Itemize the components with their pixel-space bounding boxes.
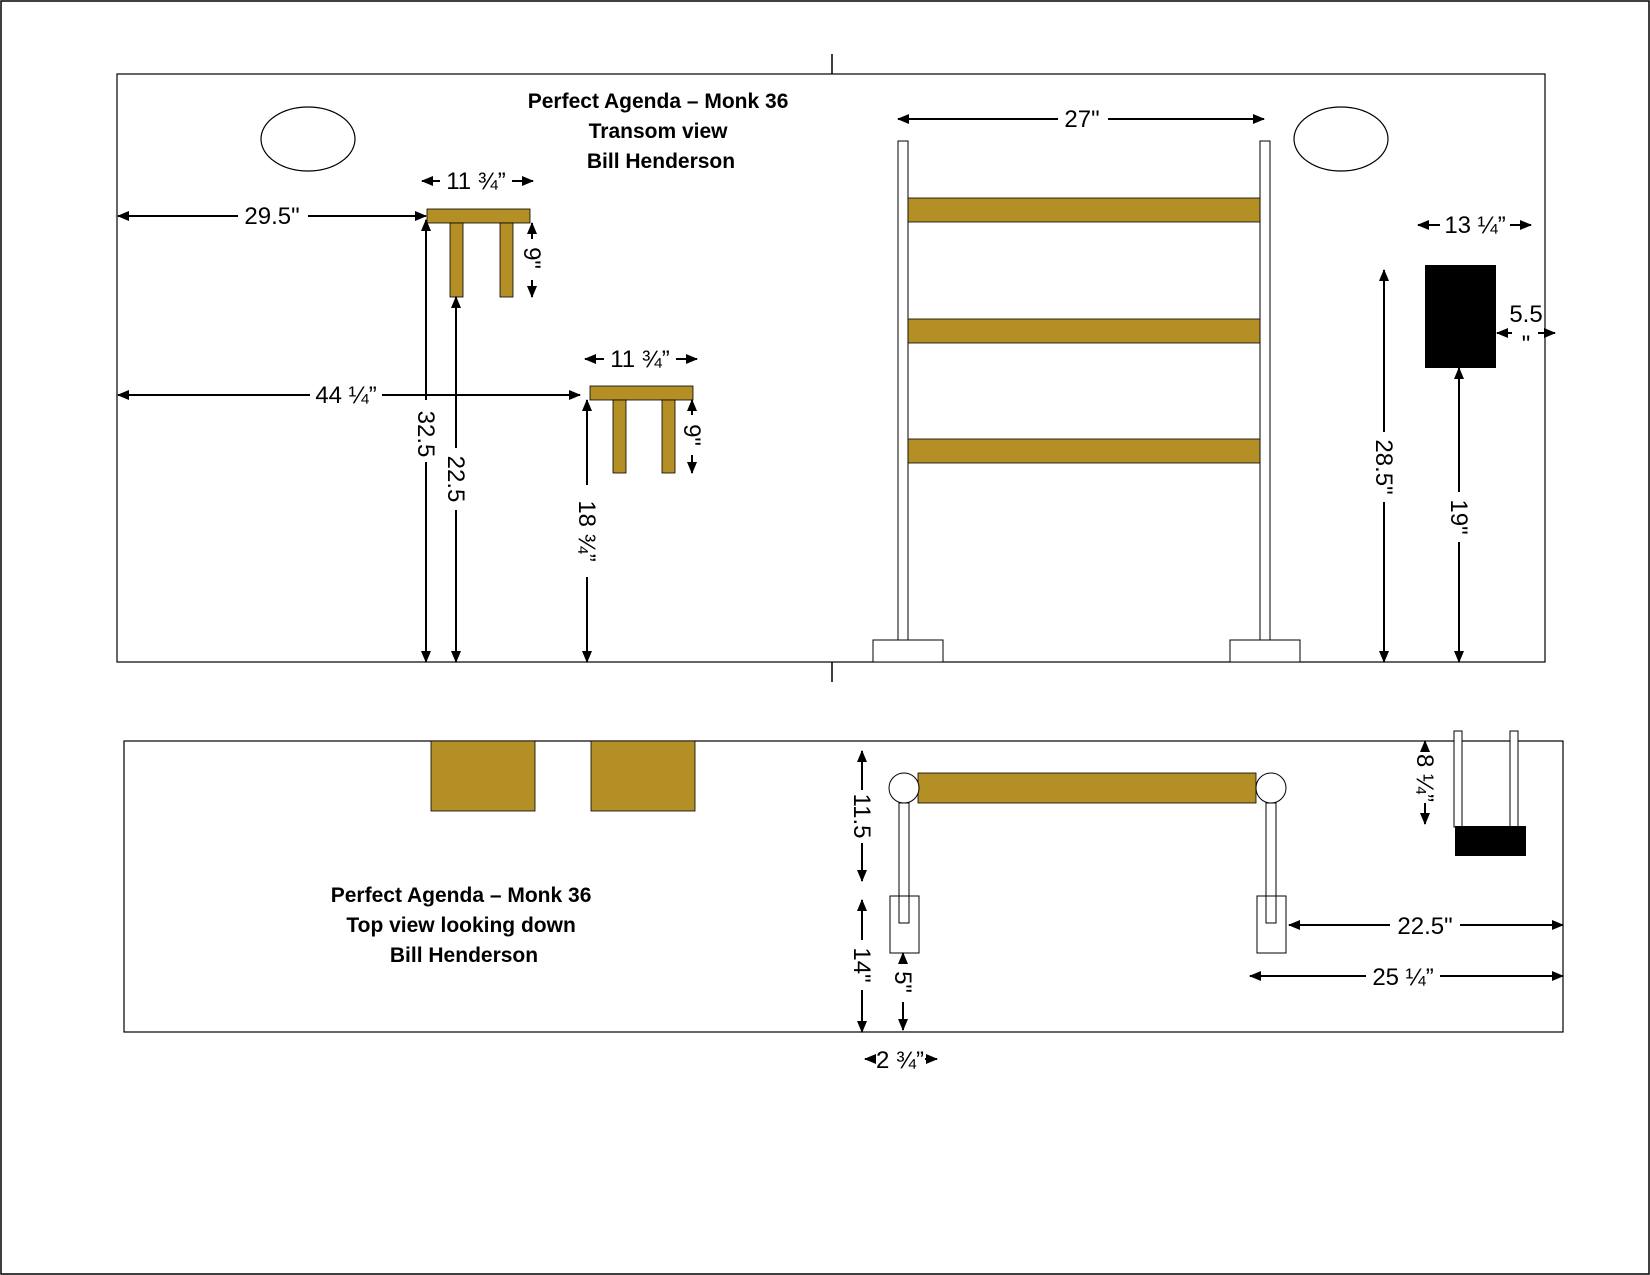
transom-title: Perfect Agenda – Monk 36 Transom view Bi… [528, 90, 794, 173]
rack-post-right [1259, 140, 1271, 642]
seat-1-leg-left [449, 222, 464, 298]
rack-base-right [1229, 639, 1301, 663]
seat-2-top-view [590, 740, 696, 812]
transom-dimensions: 27" 11 ¾” 29.5" 9" 32.5 22.5 11 [117, 106, 1556, 663]
dim-box-bottom-height: 19" [1445, 499, 1472, 534]
top-view-dimensions: 8 ¼” 11.5 14" 5" 2 ¾” 22.5" 25 ¼ [848, 740, 1564, 1074]
rack-top-view [888, 772, 1287, 954]
rack [872, 140, 1301, 663]
dim-ladder-width: 27" [1064, 106, 1099, 133]
rack-rail-middle [907, 318, 1261, 344]
rack-rail-bottom [907, 438, 1261, 464]
dim-box-depth: 5.5 [1509, 301, 1542, 328]
rack-leg-left-top-view [898, 802, 910, 924]
dim-box-depth-unit: " [1522, 331, 1531, 358]
dim-seat-1-depth: 9" [518, 247, 545, 269]
rack-base-left [872, 639, 944, 663]
seat-2 [589, 385, 694, 474]
seat-2-leg-left [612, 399, 627, 474]
top-view-title: Perfect Agenda – Monk 36 Top view lookin… [331, 884, 597, 967]
dim-lower-depth: 14" [848, 947, 875, 982]
seat-1-top-view [430, 740, 536, 812]
dim-box-top-height: 28.5" [1370, 439, 1397, 494]
dim-box-depth-top-view: 8 ¼” [1411, 754, 1438, 802]
dim-right-offset-a: 22.5" [1397, 913, 1452, 940]
dim-seat-1-height: 32.5 [412, 411, 439, 458]
dim-seat-2-height: 18 ¾” [573, 500, 600, 561]
dim-seat-2-depth: 9" [678, 424, 705, 446]
top-view: Perfect Agenda – Monk 36 Top view lookin… [123, 730, 1564, 1074]
box-rail-right [1509, 730, 1519, 828]
porthole-left [260, 106, 356, 172]
dim-upper-depth: 11.5 [848, 794, 875, 839]
dim-seat-2-offset: 44 ¼” [315, 382, 376, 409]
porthole-right [1293, 106, 1389, 172]
rack-post-left [897, 140, 909, 642]
dim-base-width: 2 ¾” [876, 1047, 924, 1074]
dim-seat-1-leg: 22.5 [442, 456, 469, 503]
rack-post-right-top-view [1255, 772, 1287, 804]
dim-right-offset-b: 25 ¼” [1372, 964, 1433, 991]
top-view-frame [123, 740, 1564, 1033]
box-top-view [1453, 730, 1526, 856]
rack-leg-right-top-view [1265, 802, 1277, 924]
dim-seat-1-width: 11 ¾” [446, 168, 506, 195]
dim-box-width: 13 ¼” [1444, 212, 1505, 239]
rack-rail-top-view [917, 772, 1257, 804]
rack-rail-top [907, 197, 1261, 223]
rack-base-right-top-view [1256, 895, 1287, 954]
seat-1-top [426, 208, 531, 224]
seat-1-leg-right [499, 222, 514, 298]
box-rail-left [1453, 730, 1463, 828]
seat-2-leg-right [661, 399, 676, 474]
transom-view: Perfect Agenda – Monk 36 Transom view Bi… [116, 54, 1556, 682]
storage-box [1425, 265, 1496, 368]
seat-2-top [589, 385, 694, 401]
seat-1 [426, 208, 531, 298]
storage-box-top-view [1455, 826, 1526, 856]
transom-frame [116, 73, 1546, 663]
dim-seat-1-offset: 29.5" [244, 203, 299, 230]
rack-post-left-top-view [888, 772, 920, 804]
dim-base-depth: 5" [889, 971, 916, 993]
dim-seat-2-width: 11 ¾” [610, 346, 670, 373]
